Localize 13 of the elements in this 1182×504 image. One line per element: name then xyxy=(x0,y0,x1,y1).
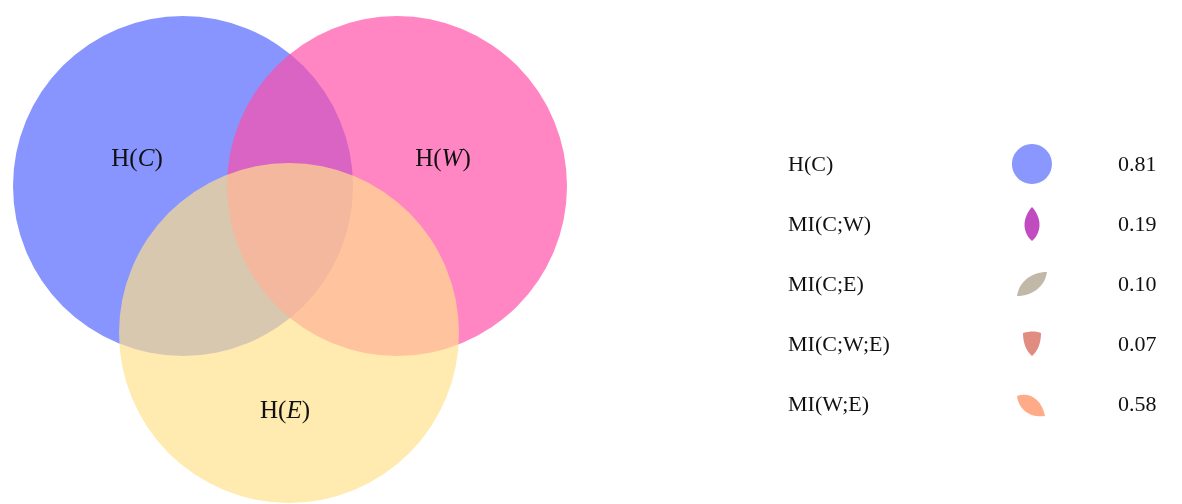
legend-label: MI(C;E) xyxy=(788,271,864,297)
legend-label: MI(W;E) xyxy=(788,391,870,417)
legend-label: MI(C;W) xyxy=(788,211,872,237)
value-label: 0.81 xyxy=(1118,151,1157,177)
value-label: 0.07 xyxy=(1118,331,1157,357)
value-label: 0.19 xyxy=(1118,211,1157,237)
legend-label: MI(C;W;E) xyxy=(788,331,890,357)
set-label: H(W) xyxy=(415,144,471,172)
value-label: 0.58 xyxy=(1118,391,1157,417)
set-label: H(E) xyxy=(260,396,310,424)
legend-label: H(C) xyxy=(788,151,834,177)
value-label: 0.10 xyxy=(1118,271,1157,297)
set-label: H(C) xyxy=(111,144,163,172)
